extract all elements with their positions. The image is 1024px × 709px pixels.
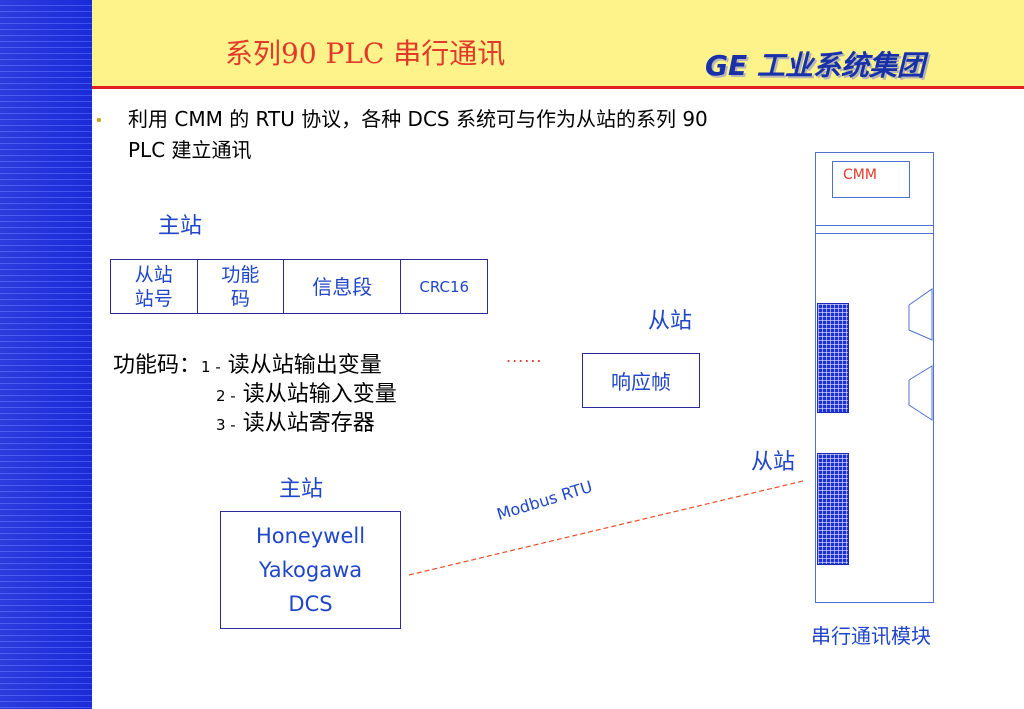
ellipsis: ...... bbox=[506, 347, 543, 366]
function-code-text: 读从站输入变量 bbox=[242, 382, 397, 407]
terminal-grid-icon bbox=[817, 453, 849, 565]
bullet-icon bbox=[97, 118, 101, 122]
frame-cell-info: 信息段 bbox=[284, 260, 402, 313]
bullet-line-1: 利用 CMM 的 RTU 协议，各种 DCS 系统可与作为从站的系列 90 bbox=[128, 107, 708, 131]
function-code-row: 功能码：1 - 读从站输出变量 bbox=[113, 352, 397, 381]
header-rule bbox=[92, 86, 1024, 89]
master-label-bottom: 主站 bbox=[279, 477, 324, 502]
serial-comm-module: CMM bbox=[815, 152, 934, 603]
function-code-row: 3 - 读从站寄存器 bbox=[113, 410, 397, 439]
function-code-num: 2 - bbox=[216, 387, 236, 405]
module-divider bbox=[816, 233, 933, 234]
db-connector-shape-icon bbox=[908, 365, 933, 421]
left-decor-bar bbox=[0, 0, 92, 709]
function-code-text: 读从站输出变量 bbox=[227, 353, 382, 378]
slave-label-response: 从站 bbox=[648, 309, 693, 334]
function-code-text: 读从站寄存器 bbox=[242, 411, 375, 436]
master-label-top: 主站 bbox=[158, 214, 203, 239]
function-code-label: 功能码： bbox=[113, 353, 202, 378]
dcs-master-box: Honeywell Yakogawa DCS bbox=[220, 511, 401, 629]
modbus-link-line bbox=[408, 480, 804, 576]
db-connector-shape-icon bbox=[908, 288, 933, 341]
frame-cell-function-code: 功能 码 bbox=[198, 260, 285, 313]
bullet-text: 利用 CMM 的 RTU 协议，各种 DCS 系统可与作为从站的系列 90 PL… bbox=[128, 104, 818, 166]
dcs-line: Yakogawa bbox=[258, 558, 363, 582]
slide-header bbox=[92, 0, 1024, 86]
frame-cell-slave-addr: 从站 站号 bbox=[111, 260, 198, 313]
module-caption: 串行通讯模块 bbox=[811, 624, 931, 648]
dcs-line: DCS bbox=[288, 592, 333, 616]
response-frame-box: 响应帧 bbox=[582, 353, 700, 408]
bullet-line-2: PLC 建立通讯 bbox=[128, 138, 252, 162]
slave-label-module: 从站 bbox=[751, 450, 796, 475]
cmm-label-box: CMM bbox=[832, 161, 910, 198]
brand-logo-text: GE 工业系统集团 bbox=[705, 49, 925, 82]
function-code-list: 功能码：1 - 读从站输出变量 2 - 读从站输入变量 3 - 读从站寄存器 bbox=[113, 352, 397, 439]
function-code-row: 2 - 读从站输入变量 bbox=[113, 381, 397, 410]
function-code-num: 1 - bbox=[201, 358, 221, 376]
slide-title: 系列90 PLC 串行通讯 bbox=[225, 37, 506, 70]
terminal-grid-icon bbox=[817, 303, 849, 413]
frame-cell-crc: CRC16 bbox=[419, 277, 470, 296]
dcs-line: Honeywell bbox=[255, 524, 366, 548]
module-divider bbox=[816, 225, 933, 226]
function-code-num: 3 - bbox=[216, 416, 236, 434]
message-frame: 从站 站号 功能 码 信息段 CRC16 bbox=[110, 259, 488, 314]
